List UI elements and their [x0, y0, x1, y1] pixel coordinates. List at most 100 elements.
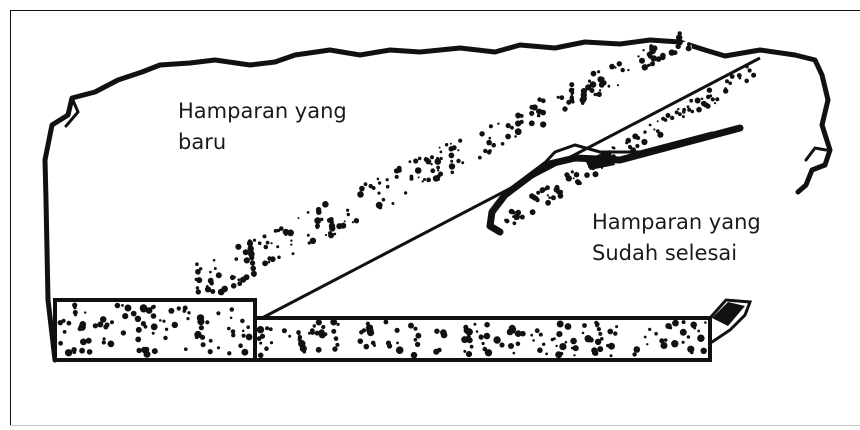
speckle [79, 348, 85, 354]
speckle [250, 266, 256, 272]
speckle [540, 187, 546, 193]
speckle [559, 190, 563, 194]
speckle [664, 118, 668, 122]
label-finished-layer-line2: Sudah selesai [592, 238, 761, 269]
speckle [101, 323, 104, 326]
speckle [416, 333, 422, 339]
speckle [377, 192, 380, 195]
speckle [463, 350, 466, 353]
speckle [235, 257, 239, 261]
speckle [642, 64, 648, 70]
speckle [384, 320, 389, 325]
speckle [391, 202, 394, 205]
speckle [399, 169, 401, 171]
speckle [327, 218, 332, 223]
speckle [680, 329, 687, 336]
speckle [165, 328, 168, 331]
speckle [230, 317, 233, 320]
speckle [105, 322, 110, 327]
speckle [715, 97, 719, 101]
speckle [121, 330, 126, 335]
speckle [430, 168, 435, 173]
speckle [320, 218, 324, 222]
speckle [595, 323, 599, 327]
speckle [266, 241, 270, 245]
speckle [559, 343, 566, 350]
speckle [484, 333, 491, 340]
speckle [565, 323, 572, 330]
speckle [163, 336, 167, 340]
speckle [177, 306, 181, 310]
speckle [580, 97, 586, 103]
speckle [467, 337, 473, 343]
speckle [593, 159, 599, 165]
speckle [479, 335, 484, 340]
speckle [529, 105, 534, 110]
speckle [746, 65, 749, 68]
speckle [570, 83, 574, 87]
speckle [599, 157, 605, 163]
speckle [585, 335, 592, 342]
speckle [510, 126, 514, 130]
speckle [607, 329, 613, 335]
speckle [629, 140, 631, 142]
speckle [274, 229, 278, 233]
speckle [582, 332, 585, 335]
speckle [491, 143, 496, 148]
speckle [248, 337, 251, 340]
speckle [199, 267, 202, 270]
speckle [214, 267, 217, 270]
speckle [242, 334, 246, 338]
speckle [701, 98, 704, 101]
speckle [194, 331, 201, 338]
speckle [395, 328, 400, 333]
speckle [209, 271, 212, 274]
speckle [647, 64, 650, 67]
speckle [330, 319, 337, 326]
speckle [639, 58, 645, 64]
speckle [532, 339, 535, 342]
speckle [230, 275, 235, 280]
speckle [162, 320, 165, 323]
speckle [647, 52, 653, 58]
speckle [357, 191, 364, 198]
speckle [410, 175, 414, 179]
speckle [514, 216, 518, 220]
speckle [206, 285, 209, 288]
speckle [678, 31, 682, 35]
speckle [242, 330, 245, 333]
speckle [168, 308, 174, 314]
speckle [378, 181, 381, 184]
speckle [396, 346, 404, 354]
speckle [269, 327, 273, 331]
speckle [257, 326, 264, 333]
speckle [671, 340, 678, 347]
speckle [258, 353, 264, 359]
speckle [316, 319, 322, 325]
speckle [505, 134, 511, 140]
speckle [690, 351, 694, 355]
label-finished-layer: Hamparan yang Sudah selesai [592, 207, 761, 269]
speckle [547, 194, 549, 196]
speckle [196, 289, 201, 294]
speckle [557, 321, 564, 328]
speckle [451, 171, 455, 175]
speckle [140, 304, 147, 311]
speckle [466, 328, 473, 335]
speckle [227, 351, 231, 355]
speckle [457, 149, 459, 151]
speckle [646, 343, 648, 345]
speckle [195, 278, 198, 281]
speckle [382, 198, 386, 202]
speckle [508, 343, 514, 349]
speckle [551, 338, 554, 341]
speckle [608, 343, 615, 350]
speckle [172, 322, 178, 328]
speckle [689, 99, 693, 103]
speckle [277, 255, 281, 259]
speckle [298, 333, 301, 336]
speckle [660, 53, 666, 59]
speckle [244, 274, 250, 280]
speckle [677, 108, 679, 110]
speckle [354, 218, 359, 223]
